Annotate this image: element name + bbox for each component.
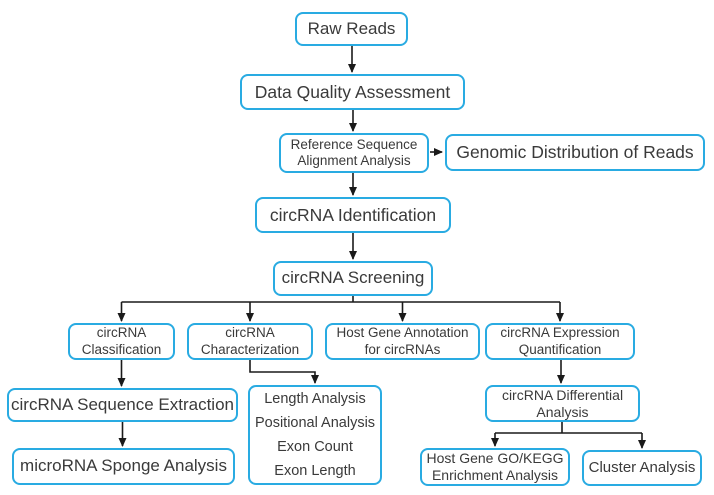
node-differential-analysis-label: circRNA Differential Analysis <box>501 386 624 420</box>
node-reference-alignment: Reference Sequence Alignment Analysis <box>279 133 429 173</box>
detail-positional-analysis: Positional Analysis <box>254 415 376 431</box>
connector-characterization-to-details <box>249 360 319 384</box>
node-circrna-characterization-label: circRNA Characterization <box>200 325 300 357</box>
node-circrna-characterization: circRNA Characterization <box>187 323 313 360</box>
detail-exon-count: Exon Count <box>277 439 353 455</box>
node-reference-alignment-label: Reference Sequence Alignment Analysis <box>290 136 418 168</box>
node-circrna-classification-label: circRNA Classification <box>81 325 162 357</box>
node-cluster-analysis-label: Cluster Analysis <box>588 459 696 476</box>
node-genomic-distribution: Genomic Distribution of Reads <box>445 134 705 171</box>
node-differential-analysis: circRNA Differential Analysis <box>485 385 640 422</box>
detail-exon-length: Exon Length <box>274 463 356 479</box>
node-characterization-details: Length Analysis Positional Analysis Exon… <box>248 385 382 485</box>
node-circrna-classification: circRNA Classification <box>68 323 175 360</box>
node-host-gene-annotation: Host Gene Annotation for circRNAs <box>325 323 480 360</box>
node-host-gene-annotation-label: Host Gene Annotation for circRNAs <box>336 325 469 357</box>
node-circrna-identification-label: circRNA Identification <box>269 204 437 225</box>
node-circrna-screening-label: circRNA Screening <box>281 268 425 288</box>
node-data-quality-assessment-label: Data Quality Assessment <box>254 81 451 102</box>
node-circrna-screening: circRNA Screening <box>273 261 433 296</box>
node-go-kegg-enrichment: Host Gene GO/KEGG Enrichment Analysis <box>420 448 570 486</box>
detail-length-analysis: Length Analysis <box>264 391 366 407</box>
node-sequence-extraction-label: circRNA Sequence Extraction <box>11 394 234 414</box>
node-raw-reads-label: Raw Reads <box>307 18 396 38</box>
node-cluster-analysis: Cluster Analysis <box>582 450 702 486</box>
node-genomic-distribution-label: Genomic Distribution of Reads <box>456 142 694 162</box>
node-data-quality-assessment: Data Quality Assessment <box>240 74 465 110</box>
node-go-kegg-enrichment-label: Host Gene GO/KEGG Enrichment Analysis <box>426 450 564 483</box>
node-raw-reads: Raw Reads <box>295 12 408 46</box>
node-expression-quantification: circRNA Expression Quantification <box>485 323 635 360</box>
node-sequence-extraction: circRNA Sequence Extraction <box>7 388 238 422</box>
node-expression-quantification-label: circRNA Expression Quantification <box>500 325 620 357</box>
node-microrna-sponge-analysis: microRNA Sponge Analysis <box>12 448 235 485</box>
node-microrna-sponge-analysis-label: microRNA Sponge Analysis <box>20 456 227 476</box>
node-circrna-identification: circRNA Identification <box>255 197 451 233</box>
